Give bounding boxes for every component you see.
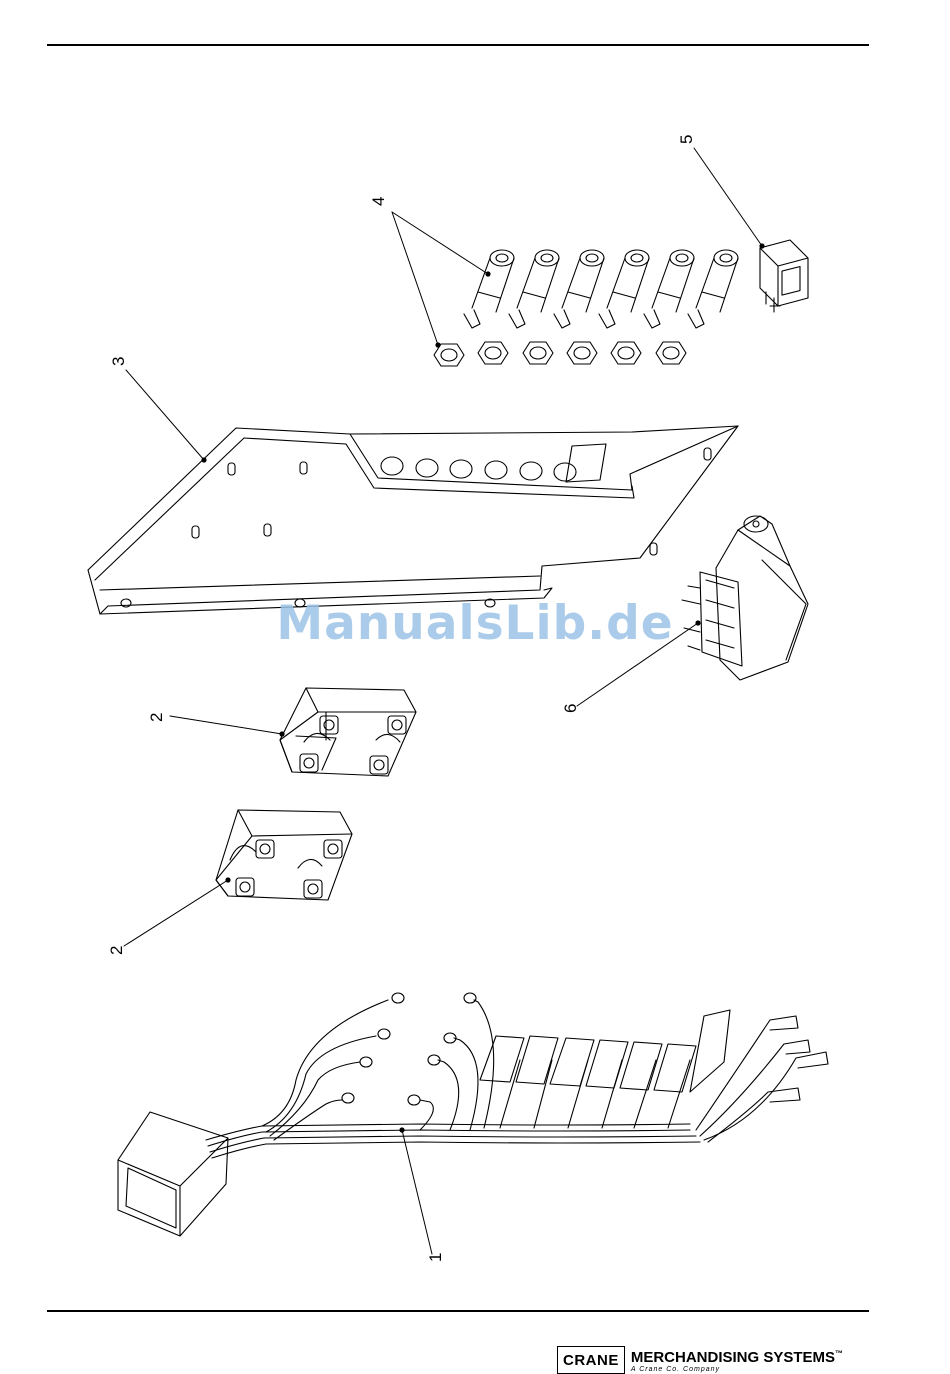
watermark: ManualsLib.de — [0, 596, 950, 651]
brand-name: CRANE — [563, 1352, 619, 1369]
callout-6: 6 — [561, 704, 580, 713]
division-name: MERCHANDISING SYSTEMS™ — [631, 1346, 843, 1366]
relay-upper — [280, 688, 416, 776]
lamp-holders — [464, 250, 738, 328]
callout-5: 5 — [677, 135, 696, 144]
wiring-harness — [118, 993, 828, 1236]
footer-logo: CRANE MERCHANDISING SYSTEMS™ A Crane Co.… — [557, 1346, 843, 1374]
leader-lines — [124, 148, 762, 1254]
hex-nuts — [434, 342, 686, 366]
mounting-plate — [88, 426, 738, 614]
tagline: A Crane Co. Company — [631, 1366, 843, 1374]
leader-dots — [201, 243, 764, 1132]
callout-2a: 2 — [147, 713, 166, 722]
relay-lower — [216, 810, 352, 900]
callout-1: 1 — [426, 1253, 445, 1262]
callout-3: 3 — [109, 357, 128, 366]
callout-4: 4 — [369, 197, 388, 206]
trademark: ™ — [835, 1349, 843, 1358]
logo-text: MERCHANDISING SYSTEMS™ A Crane Co. Compa… — [631, 1346, 843, 1374]
callout-2b: 2 — [107, 946, 126, 955]
rocker-switch — [760, 240, 808, 312]
brand-box: CRANE — [557, 1346, 625, 1374]
